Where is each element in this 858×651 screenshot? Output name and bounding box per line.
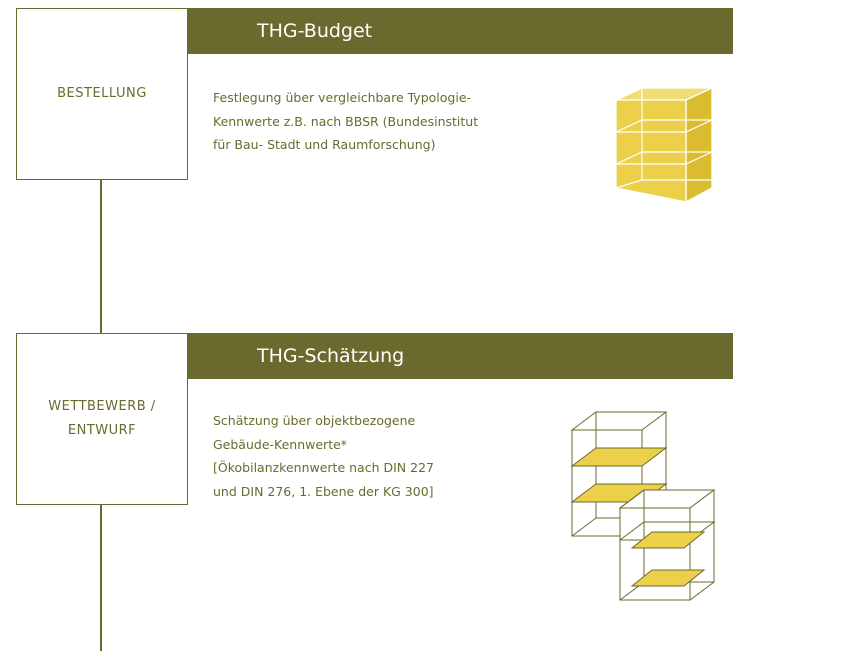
stage-description: Festlegung über vergleichbare Typologie-… [213,90,479,152]
stacked-cubes-icon [570,411,716,601]
timeline-connector [100,179,102,333]
phase-box: WETTBEWERB / ENTWURF [16,333,188,505]
stage-title: THG-Budget [257,20,373,42]
phase-box: BESTELLUNG [16,8,188,180]
filled-cube-icon [615,87,713,203]
phase-label: WETTBEWERB / ENTWURF [48,399,156,438]
stage-banner: THG-Budget [187,8,733,54]
timeline-connector [100,504,102,651]
stage-description: Schätzung über objektbezogene Gebäude-Ke… [213,413,434,499]
phase-label: BESTELLUNG [57,86,147,101]
stage-banner: THG-Schätzung [187,333,733,379]
stage-title: THG-Schätzung [257,345,405,367]
